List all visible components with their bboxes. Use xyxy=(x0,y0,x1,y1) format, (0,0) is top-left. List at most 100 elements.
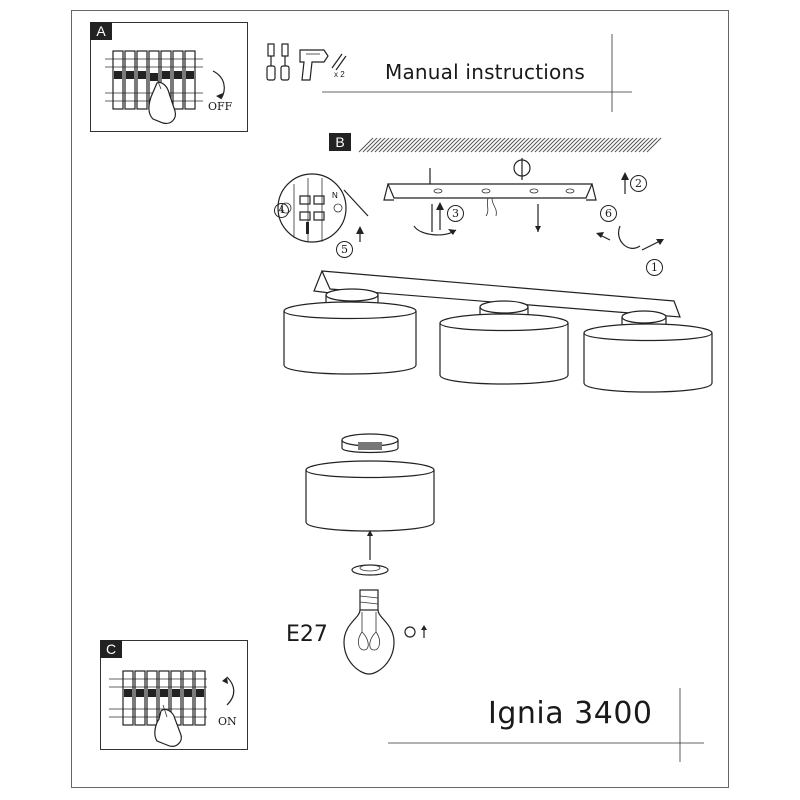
hatch-line xyxy=(494,137,510,153)
hatch-line xyxy=(454,137,470,153)
breaker-panel-icon xyxy=(105,50,225,124)
shade-holder xyxy=(341,433,399,454)
hatch-line xyxy=(382,137,398,153)
rotate-icon xyxy=(404,625,427,638)
hatch-line xyxy=(522,137,538,153)
hatch-line xyxy=(534,137,550,153)
hatch-line xyxy=(402,137,418,153)
page-title: Manual instructions xyxy=(385,60,585,84)
hand-icon xyxy=(154,704,182,747)
hatch-line xyxy=(606,137,622,153)
hatch-line xyxy=(538,137,554,153)
hatch-line xyxy=(638,137,654,153)
step-c-tag: C xyxy=(100,640,122,658)
lamp-shade-single xyxy=(305,460,435,532)
hatch-line xyxy=(458,137,474,153)
screwdriver-icon xyxy=(280,43,290,81)
mounting-bracket-diagram: N xyxy=(277,158,664,251)
hatch-line xyxy=(394,137,410,153)
hatch-line xyxy=(418,137,434,153)
hatch-line xyxy=(582,137,598,153)
lamp-shade-3 xyxy=(583,310,713,393)
callout-5: 5 xyxy=(336,241,353,258)
hatch-line xyxy=(410,137,426,153)
hatch-line xyxy=(618,137,634,153)
callout-4: 4 xyxy=(274,203,289,218)
hatch-line xyxy=(506,137,522,153)
screw-icon xyxy=(331,53,347,71)
hatch-line xyxy=(490,137,506,153)
hatch-line xyxy=(514,137,530,153)
hatch-line xyxy=(554,137,570,153)
drill-icon xyxy=(299,49,329,81)
hatch-line xyxy=(578,137,594,153)
bulb-type-label: E27 xyxy=(286,622,328,647)
hatch-line xyxy=(482,137,498,153)
callout-1: 1 xyxy=(646,259,663,276)
hatch-line xyxy=(502,137,518,153)
hatch-line xyxy=(422,137,438,153)
hatch-line xyxy=(498,137,514,153)
hatch-line xyxy=(462,137,478,153)
step-a-panel xyxy=(90,22,248,132)
callout-2: 2 xyxy=(630,175,647,192)
lamp-shade-1 xyxy=(283,288,417,375)
luminaire-diagram xyxy=(283,270,713,393)
hatch-line xyxy=(590,137,606,153)
lamp-shade-2 xyxy=(439,300,569,385)
hatch-line xyxy=(526,137,542,153)
tools-group xyxy=(266,43,347,81)
hatch-line xyxy=(358,137,374,153)
ceiling-hatch xyxy=(358,137,662,153)
product-model: Ignia 3400 xyxy=(488,696,653,731)
hatch-line xyxy=(634,137,650,153)
screwdriver-icon xyxy=(266,43,276,81)
step-a-tag: A xyxy=(90,22,112,40)
tools-multiplier: x 2 xyxy=(334,70,345,79)
hatch-line xyxy=(518,137,534,153)
page-frame xyxy=(71,10,729,788)
hatch-line xyxy=(378,137,394,153)
bracket-bar xyxy=(383,183,597,217)
step-b-tag: B xyxy=(329,133,351,151)
hatch-line xyxy=(626,137,642,153)
hatch-line xyxy=(414,137,430,153)
hatch-line xyxy=(442,137,458,153)
hatch-line xyxy=(478,137,494,153)
hatch-line xyxy=(598,137,614,153)
hatch-line xyxy=(434,137,450,153)
bulb-icon xyxy=(343,589,395,675)
hatch-line xyxy=(366,137,382,153)
hatch-line xyxy=(430,137,446,153)
hatch-line xyxy=(614,137,630,153)
wiring-detail: N xyxy=(277,173,347,243)
hatch-line xyxy=(570,137,586,153)
hatch-line xyxy=(386,137,402,153)
hatch-line xyxy=(574,137,590,153)
hatch-line xyxy=(542,137,558,153)
hatch-line xyxy=(586,137,602,153)
on-label: ON xyxy=(218,715,237,728)
hatch-line xyxy=(510,137,526,153)
hatch-line xyxy=(558,137,574,153)
callout-6: 6 xyxy=(600,205,617,222)
hatch-line xyxy=(370,137,386,153)
hatch-line xyxy=(562,137,578,153)
hatch-line xyxy=(646,137,662,153)
hand-icon xyxy=(148,78,176,124)
hatch-line xyxy=(438,137,454,153)
hatch-line xyxy=(630,137,646,153)
hatch-line xyxy=(446,137,462,153)
hatch-line xyxy=(546,137,562,153)
hatch-line xyxy=(474,137,490,153)
hatch-line xyxy=(594,137,610,153)
callout-3: 3 xyxy=(447,205,464,222)
hatch-line xyxy=(530,137,546,153)
hatch-line xyxy=(642,137,658,153)
terminal-n-label: N xyxy=(332,191,338,200)
hatch-line xyxy=(470,137,486,153)
hatch-line xyxy=(486,137,502,153)
hatch-line xyxy=(374,137,390,153)
hatch-line xyxy=(566,137,582,153)
